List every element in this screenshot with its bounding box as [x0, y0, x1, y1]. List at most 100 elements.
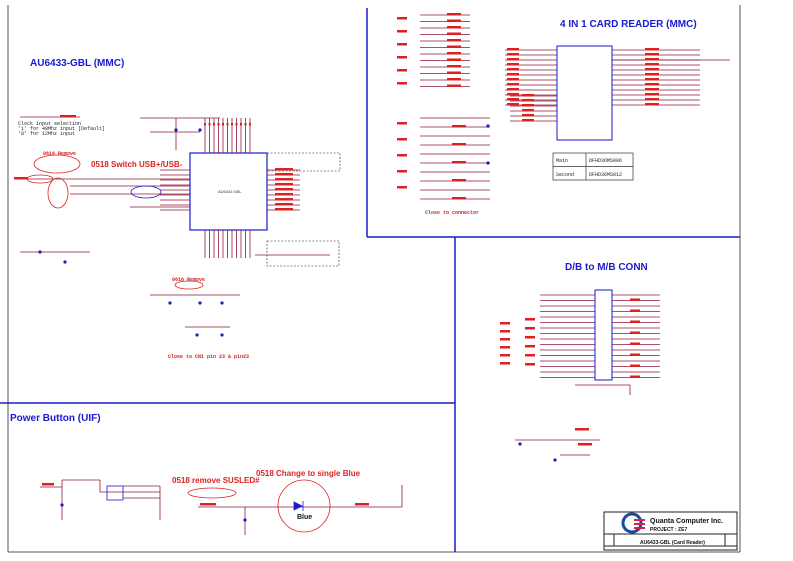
card-reader-connector [556, 45, 613, 141]
component-pin [174, 128, 178, 132]
annotation-ellipse [174, 280, 204, 290]
net-label [522, 104, 534, 107]
net-label [645, 78, 659, 81]
annotation-circle [277, 479, 331, 533]
component-pin [168, 301, 172, 305]
net-label [452, 125, 466, 128]
net-label [447, 65, 461, 68]
net-label [507, 103, 519, 106]
net-label [575, 428, 589, 431]
net-label [522, 99, 534, 102]
net-label [397, 69, 407, 72]
net-label [500, 354, 510, 357]
net-label [525, 318, 535, 321]
net-label [275, 168, 293, 171]
project-name: PROJECT : ZE7 [650, 527, 687, 533]
net-label [645, 68, 659, 71]
net-label [447, 58, 461, 61]
close-cn1-note: Close to CN1 pin 23 & pin23 [168, 354, 249, 360]
db-conn-section-title: D/B to M/B CONN [565, 262, 648, 273]
net-label [522, 94, 534, 97]
annotation-ellipse [33, 154, 81, 174]
net-label [645, 98, 659, 101]
net-label [500, 330, 510, 333]
net-label [645, 63, 659, 66]
net-label [507, 93, 519, 96]
led-diode-icon [293, 501, 304, 511]
net-label [226, 123, 229, 126]
component-pin [486, 161, 490, 165]
power-switch [106, 485, 124, 501]
title-block [603, 511, 738, 551]
net-label [525, 354, 535, 357]
net-label [500, 362, 510, 365]
net-label [204, 123, 206, 126]
net-label [240, 123, 242, 126]
net-label [447, 84, 461, 87]
annotation-ellipse [47, 177, 69, 209]
net-label [397, 56, 407, 59]
quanta-logo [621, 512, 645, 534]
net-label [525, 363, 535, 366]
document-title: AU6433-GBL (Card Reader) [640, 540, 705, 546]
net-label [275, 198, 293, 201]
net-label [645, 48, 659, 51]
component-pin [195, 333, 199, 337]
net-label [645, 88, 659, 91]
net-label [275, 183, 293, 186]
part-table-label: Main [556, 158, 568, 164]
net-label [397, 138, 407, 141]
dashed-note-box [266, 152, 341, 172]
net-label [447, 45, 461, 48]
net-label [507, 68, 519, 71]
component-pin [38, 250, 42, 254]
net-label [397, 122, 407, 125]
net-label [645, 73, 659, 76]
net-label [275, 173, 293, 176]
net-label [507, 63, 519, 66]
net-label [447, 13, 461, 16]
annotation-ellipse [130, 185, 162, 199]
net-label [630, 331, 640, 334]
switch-usb-note: 0518 Switch USB+/USB- [91, 160, 183, 169]
net-label [42, 483, 54, 486]
net-label [500, 346, 510, 349]
component-pin [553, 458, 557, 462]
net-label [222, 123, 224, 126]
net-label [452, 161, 466, 164]
net-label [355, 503, 369, 506]
net-label [630, 364, 640, 367]
net-label [60, 115, 76, 118]
part-table-label: Second [556, 172, 574, 178]
net-label [275, 193, 293, 196]
net-label [507, 48, 519, 51]
net-label [397, 82, 407, 85]
net-label [200, 503, 216, 506]
net-label [507, 58, 519, 61]
net-label [447, 19, 461, 22]
net-label [630, 309, 640, 312]
net-label [645, 103, 659, 106]
remove-susled-note: 0518 remove SUSLED# [172, 476, 260, 485]
net-label [522, 119, 534, 122]
net-label [507, 78, 519, 81]
net-label [525, 336, 535, 339]
part-table-value: DFHD36MS006 [589, 158, 622, 164]
clock-note-line3: '0' for 12Mhz input [18, 131, 75, 137]
net-label [522, 109, 534, 112]
net-label [447, 39, 461, 42]
net-label [447, 32, 461, 35]
section-dividers [0, 8, 740, 552]
net-label [397, 17, 407, 20]
component-pin [198, 128, 202, 132]
net-label [630, 342, 640, 345]
net-label [447, 26, 461, 29]
net-label [14, 177, 28, 180]
net-label [452, 197, 466, 200]
net-label [452, 179, 466, 182]
net-label [645, 58, 659, 61]
net-label [235, 123, 238, 126]
net-label [630, 298, 640, 301]
net-label [397, 43, 407, 46]
